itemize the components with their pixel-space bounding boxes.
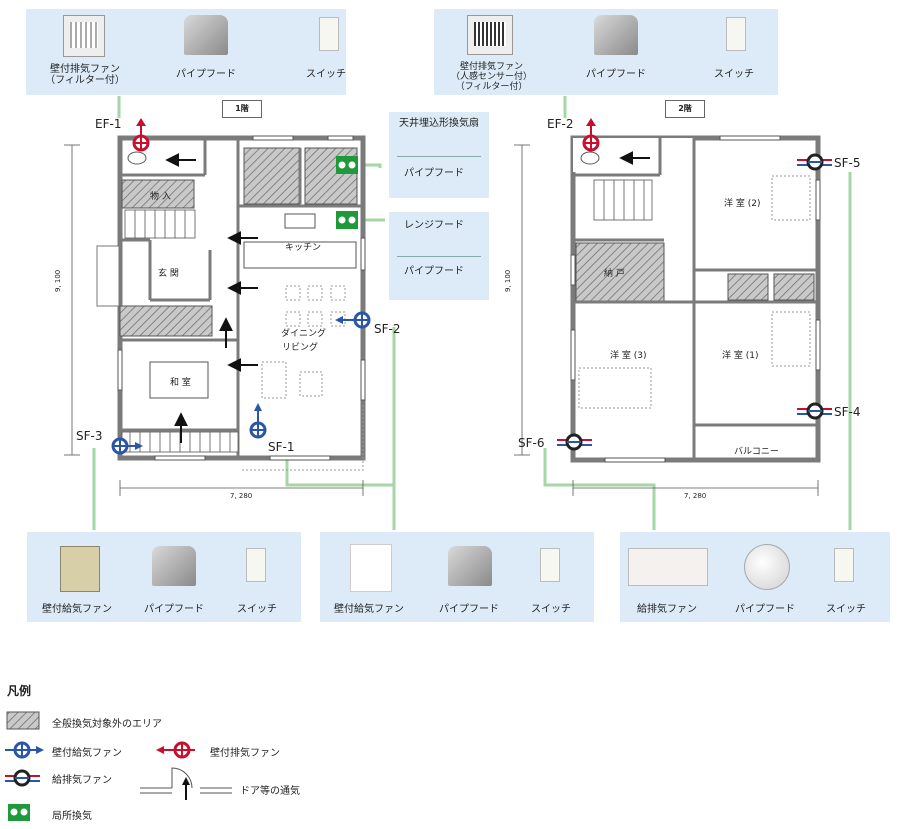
ef2-code: EF-2: [547, 117, 574, 131]
legend-symbols: [5, 711, 232, 821]
supply-fan-product-icon: [60, 546, 100, 592]
switch-icon: [726, 17, 746, 51]
exhaust-fan-product-icon: [63, 15, 105, 57]
room-2-label: 洋 室 (2): [724, 199, 761, 209]
switch-icon: [834, 548, 854, 582]
room-1-label: 洋 室 (1): [722, 351, 759, 361]
exhaust-fan-label: 壁付排気ファン （フィルター付）: [45, 64, 125, 86]
sf5-code: SF-5: [834, 156, 861, 170]
panel-bottom-middle: 壁付給気ファン パイプフード スイッチ: [320, 532, 594, 622]
sf5-fan-symbol: [797, 153, 832, 171]
floor2-width-dimension: 7, 280: [684, 492, 707, 500]
balcony-label: バルコニー: [734, 447, 779, 457]
local-vent-ceiling-icon: [336, 156, 358, 174]
floor2-height-dimension: 9, 100: [504, 269, 512, 292]
room-3-label: 洋 室 (3): [610, 351, 647, 361]
supply-exhaust-fan-product-icon: [628, 548, 708, 586]
legend-door-label: ドア等の通気: [240, 786, 300, 797]
room-closet-label: 納 戸: [604, 269, 625, 279]
room-washitsu-label: 和 室: [170, 378, 191, 388]
range-pipe-hood-label: パイプフード: [404, 266, 464, 277]
divider: [397, 156, 481, 157]
range-hood-title: レンジフード: [404, 220, 464, 231]
floor2-label: 2階: [665, 100, 705, 118]
round-pipe-hood-icon: [744, 544, 790, 590]
ceiling-pipe-hood-label: パイプフード: [404, 168, 464, 179]
sf4-code: SF-4: [834, 405, 861, 419]
room-dining-label: ダイニング: [281, 329, 327, 339]
pipe-hood-icon: [448, 546, 492, 586]
legend-hatched-label: 全般換気対象外のエリア: [52, 719, 162, 730]
legend-supply-exhaust-label: 給排気ファン: [52, 775, 112, 786]
sf3-code: SF-3: [76, 429, 103, 443]
switch-label: スイッチ: [826, 604, 866, 615]
room-storage-label: 物 入: [150, 192, 171, 202]
room-entrance-label: 玄 関: [158, 269, 179, 279]
ef1-code: EF-1: [95, 117, 122, 131]
legend-local-label: 局所換気: [52, 811, 92, 822]
pipe-hood-icon: [594, 15, 638, 55]
legend-supply-label: 壁付給気ファン: [52, 748, 122, 759]
panel-bottom-left: 壁付給気ファン パイプフード スイッチ: [27, 532, 301, 622]
switch-label: スイッチ: [306, 69, 346, 80]
ef1-fan-symbol: [132, 118, 150, 152]
floor1-width-dimension: 7, 280: [230, 492, 253, 500]
floor1-plan: [64, 135, 366, 496]
pipe-hood-icon: [184, 15, 228, 55]
exhaust-fan-sensor-label: 壁付排気ファン （人感センサー付） （フィルター付）: [450, 62, 532, 92]
panel-top-left: 壁付排気ファン （フィルター付） パイプフード スイッチ: [26, 9, 346, 95]
ceiling-fan-title: 天井埋込形換気扇: [399, 118, 479, 129]
local-vent-range-icon: [336, 211, 358, 229]
panel-ceiling-fan: 天井埋込形換気扇 パイプフード: [389, 112, 489, 198]
floor1-height-dimension: 9, 100: [54, 269, 62, 292]
switch-icon: [246, 548, 266, 582]
pipe-hood-label: パイプフード: [144, 604, 204, 615]
pipe-hood-icon: [152, 546, 196, 586]
supply-fan-label: 壁付給気ファン: [334, 604, 404, 615]
sf2-code: SF-2: [374, 322, 401, 336]
supply-exhaust-fan-label: 給排気ファン: [637, 604, 697, 615]
sf2-fan-symbol: [335, 311, 371, 329]
switch-icon: [319, 17, 339, 51]
pipe-hood-label: パイプフード: [735, 604, 795, 615]
switch-label: スイッチ: [714, 69, 754, 80]
sf3-fan-symbol: [111, 437, 143, 455]
pipe-hood-label: パイプフード: [439, 604, 499, 615]
panel-top-right: 壁付排気ファン （人感センサー付） （フィルター付） パイプフード スイッチ: [434, 9, 778, 95]
sf4-fan-symbol: [797, 402, 832, 420]
room-kitchen-label: キッチン: [285, 243, 322, 253]
ef2-fan-symbol: [582, 118, 600, 152]
legend-title: 凡例: [7, 684, 32, 698]
switch-label: スイッチ: [531, 604, 571, 615]
switch-icon: [540, 548, 560, 582]
floor1-label: 1階: [222, 100, 262, 118]
pipe-hood-label: パイプフード: [586, 69, 646, 80]
supply-fan-product-icon: [350, 544, 392, 592]
exhaust-fan-sensor-product-icon: [467, 15, 513, 55]
pipe-hood-label: パイプフード: [176, 69, 236, 80]
room-living-label: リビング: [282, 343, 319, 353]
switch-label: スイッチ: [237, 604, 277, 615]
legend-exhaust-label: 壁付排気ファン: [210, 748, 280, 759]
panel-bottom-right: 給排気ファン パイプフード スイッチ: [620, 532, 890, 622]
supply-fan-label: 壁付給気ファン: [42, 604, 112, 615]
floor2-plan: [514, 135, 821, 496]
panel-range-hood: レンジフード パイプフード: [389, 212, 489, 300]
sf1-fan-symbol: [249, 403, 267, 439]
sf6-fan-symbol: [557, 433, 592, 451]
sf1-code: SF-1: [268, 440, 295, 454]
sf6-code: SF-6: [518, 436, 545, 450]
divider: [397, 256, 481, 257]
